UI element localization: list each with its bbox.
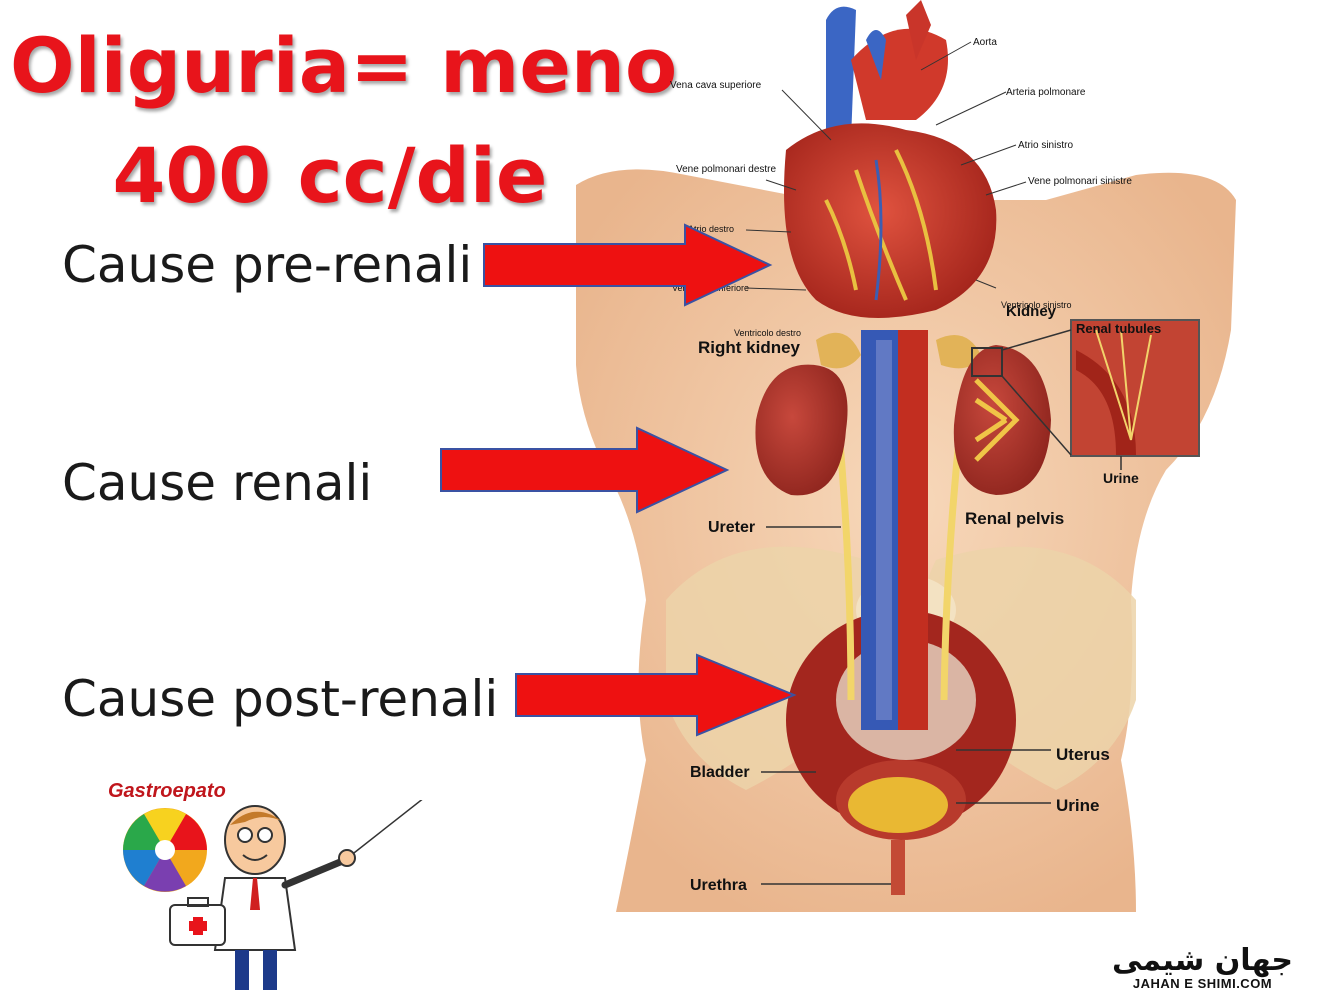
label-arteria-polmonare: Arteria polmonare <box>1006 87 1086 98</box>
gastroepato-logo-text: Gastroepato <box>108 780 226 802</box>
slide-title-line-2: 400 cc/die <box>112 131 548 220</box>
arrow-pre-renal <box>483 223 773 307</box>
watermark-latin-text: JAHAN E SHIMI.COM <box>1132 976 1273 991</box>
doctor-icon <box>213 805 356 990</box>
label-ventricolo-sinistro: Ventricolo sinistro <box>1001 300 1072 310</box>
label-vene-polmonari-sinistre: Vene polmonari sinistre <box>1028 176 1132 187</box>
right-kidney-shape <box>755 364 848 496</box>
arrow-renal <box>440 426 730 514</box>
label-vena-cava-superiore: Vena cava superiore <box>670 80 762 91</box>
label-ureter: Ureter <box>708 519 755 536</box>
label-atrio-destro: Atrio destro <box>688 224 734 234</box>
label-ventricolo-destro: Ventricolo destro <box>734 328 801 338</box>
color-swirl-icon <box>123 808 207 892</box>
label-atrio-sinistro: Atrio sinistro <box>1018 140 1073 151</box>
label-urine-inset: Urine <box>1103 470 1139 486</box>
doctor-cartoon-logo <box>123 800 423 990</box>
label-renal-pelvis: Renal pelvis <box>965 509 1064 528</box>
label-aorta: Aorta <box>973 37 997 48</box>
label-uterus: Uterus <box>1056 745 1110 764</box>
slide-title-line-1: Oliguria= meno <box>10 21 678 110</box>
cause-pre-renal-label: Cause pre-renali <box>62 236 473 294</box>
watermark-persian-text: جهان شیمی <box>1112 943 1293 978</box>
jahan-e-shimi-watermark: جهان شیمی JAHAN E SHIMI.COM <box>1112 943 1293 992</box>
renal-tubules-inset <box>1070 319 1200 457</box>
label-urethra: Urethra <box>690 877 747 894</box>
label-right-kidney: Right kidney <box>698 338 801 357</box>
arrow-post-renal <box>515 653 797 737</box>
label-vene-polmonari-destre: Vene polmonari destre <box>676 164 777 175</box>
label-renal-tubules: Renal tubules <box>1076 321 1161 336</box>
medical-kit-icon <box>169 897 226 946</box>
label-bladder: Bladder <box>690 764 750 781</box>
label-urine: Urine <box>1056 796 1099 815</box>
label-kidney: Kidney <box>1006 303 1057 320</box>
cause-post-renal-label: Cause post-renali <box>62 670 499 728</box>
cause-renal-label: Cause renali <box>62 454 373 512</box>
heart-illustration <box>784 0 997 318</box>
